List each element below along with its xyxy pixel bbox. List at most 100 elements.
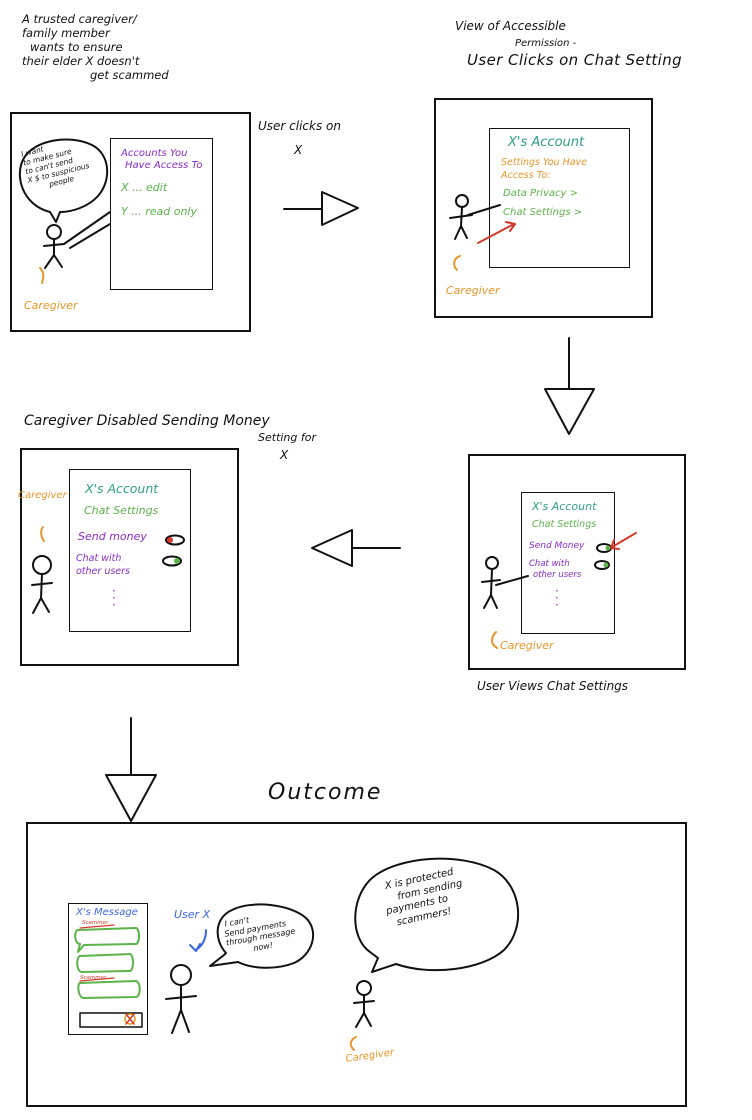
- panel3-chat-toggle: [594, 560, 610, 570]
- panel4-label-pointer: [40, 526, 45, 542]
- panel1-row-y[interactable]: Y ... read only: [121, 205, 197, 219]
- panel1-frame: [10, 112, 251, 332]
- outcome-caregiver-speech-bubble: [354, 857, 520, 973]
- panel1-screen-title-line: Have Access To: [125, 160, 203, 171]
- panel1-speech-bubble: [19, 138, 109, 223]
- panel2-item-data-privacy[interactable]: Data Privacy >: [503, 188, 578, 200]
- arrow-right-1: [283, 191, 359, 226]
- scam-message-bubble-2: [76, 953, 134, 973]
- panel3-caregiver-figure: [481, 556, 529, 609]
- ellipsis-dot: ·: [112, 584, 116, 598]
- panel1-caption-line: get scammed: [90, 68, 169, 82]
- outcome-frame: [26, 822, 687, 1107]
- arrow1-label: User clicks on X: [258, 114, 341, 162]
- panel4-item-send-money-label: Send money: [78, 530, 147, 543]
- panel1-row-x-label: X ... edit: [121, 181, 168, 194]
- panel2-caption: View of Accessible Permission - User Cli…: [455, 18, 682, 69]
- outcome-scammer-label-1: Scammer: [82, 920, 109, 926]
- panel3-click-arrowhead: [610, 539, 620, 550]
- panel2-screen-title: X's Account: [508, 135, 585, 150]
- outcome-caregiver-pointer: [349, 1036, 357, 1051]
- panel4-item-chat-with[interactable]: Chat with other users: [76, 552, 130, 578]
- panel1-screen: [110, 138, 213, 290]
- panel1-caption-line: family member: [22, 26, 110, 40]
- panel4-ellipsis: · · ·: [112, 584, 116, 612]
- panel2-item-data-privacy-label: Data Privacy >: [503, 188, 578, 199]
- scam-message-bubble-3: [77, 980, 141, 999]
- panel2-screen: [489, 128, 630, 268]
- panel2-caregiver-figure: [449, 194, 501, 240]
- panel3-subtitle: Chat Settings: [532, 519, 597, 530]
- scammer-underline-2: [79, 977, 115, 982]
- panel2-click-arrowhead: [505, 221, 516, 232]
- panel4-send-money-toggle: [165, 534, 185, 546]
- arrow1-label-line: User clicks on: [258, 119, 341, 133]
- outcome-user-speech-bubble: [209, 903, 315, 969]
- panel3-caption: User Views Chat Settings: [477, 679, 629, 693]
- panel4-caption-line: X: [280, 448, 289, 462]
- panel3-item-chat-with-line: other users: [533, 570, 582, 580]
- panel1-row-x[interactable]: X ... edit: [121, 181, 168, 195]
- panel2-subtitle-line: Settings You Have: [501, 157, 588, 168]
- panel4-caregiver-figure: [31, 555, 53, 614]
- panel1-caption: A trusted caregiver/ family member wants…: [22, 12, 169, 82]
- panel3-label-pointer: [491, 631, 498, 649]
- panel2-item-chat-settings[interactable]: Chat Settings >: [503, 207, 582, 219]
- panel1-screen-title: Accounts You Have Access To: [121, 148, 202, 172]
- ellipsis-dot: ·: [555, 598, 559, 612]
- panel2-subtitle: Settings You Have Access To:: [501, 156, 587, 182]
- outcome-user-label: User X: [174, 908, 211, 921]
- panel1-caregiver-label: Caregiver: [24, 299, 78, 312]
- panel4-subtitle: Chat Settings: [84, 504, 159, 517]
- ellipsis-dot: ·: [112, 598, 116, 612]
- panel1-screen-title-line: Accounts You: [121, 148, 188, 159]
- scam-message-bubble-1: [74, 927, 140, 953]
- scammer-underline-1: [79, 924, 115, 929]
- panel3-item-send-money-label: Send Money: [529, 541, 585, 551]
- outcome-phone-title: X's Message: [76, 907, 138, 918]
- panel4-caption-line: Caregiver Disabled Sending Money: [24, 413, 270, 429]
- arrow-left-1: [311, 529, 401, 567]
- panel1-caption-line: their elder X doesn't: [22, 54, 140, 68]
- panel1-row-y-label: Y ... read only: [121, 205, 197, 218]
- outcome-scammer-label-2: Scammer: [80, 975, 107, 981]
- panel2-subtitle-line: Access To:: [501, 170, 551, 181]
- panel2-caption-line: Permission -: [515, 38, 577, 49]
- ellipsis-dot: ·: [555, 591, 559, 605]
- panel3-frame: [468, 454, 686, 670]
- arrow-down-1: [544, 337, 595, 435]
- panel2-click-arrow: [477, 223, 515, 244]
- panel1-caption-line: wants to ensure: [30, 40, 123, 54]
- panel2-item-chat-settings-label: Chat Settings >: [503, 207, 583, 218]
- message-input-box: [79, 1012, 143, 1028]
- panel4-caption-line: Setting for: [258, 431, 317, 444]
- outcome-title: Outcome: [268, 780, 383, 805]
- panel3-screen-title: X's Account: [532, 500, 597, 513]
- panel4-item-send-money[interactable]: Send money: [78, 530, 147, 544]
- arrow1-label-line: X: [294, 143, 303, 157]
- panel3-item-chat-with[interactable]: Chat with other users: [529, 559, 581, 581]
- panel3-item-chat-with-line: Chat with: [529, 559, 570, 569]
- panel2-frame: [434, 98, 653, 318]
- outcome-user-x-figure: [165, 964, 197, 1034]
- arrow-down-2: [105, 717, 157, 822]
- panel4-item-chat-with-line: Chat with: [76, 553, 122, 564]
- outcome-caregiver-figure: [353, 980, 375, 1028]
- panel4-chat-toggle: [162, 555, 182, 567]
- panel2-caregiver-label: Caregiver: [446, 284, 500, 297]
- blocked-send-icon: [124, 1013, 136, 1025]
- panel1-label-pointer: [39, 267, 45, 284]
- panel2-label-pointer: [453, 255, 461, 271]
- panel3-ellipsis: · · ·: [555, 584, 559, 612]
- panel4-caption: Caregiver Disabled Sending Money Setting…: [24, 412, 316, 464]
- panel1-caption-line: A trusted caregiver/: [22, 12, 137, 26]
- panel4-screen-title: X's Account: [85, 481, 159, 496]
- ellipsis-dot: ·: [555, 584, 559, 598]
- ellipsis-dot: ·: [112, 591, 116, 605]
- panel4-screen: [69, 469, 191, 632]
- panel3-item-send-money[interactable]: Send Money: [529, 541, 584, 551]
- panel1-caregiver-figure: [43, 211, 111, 269]
- panel4-caregiver-label: Caregiver: [18, 490, 67, 501]
- panel2-caption-line: User Clicks on Chat Setting: [467, 51, 683, 69]
